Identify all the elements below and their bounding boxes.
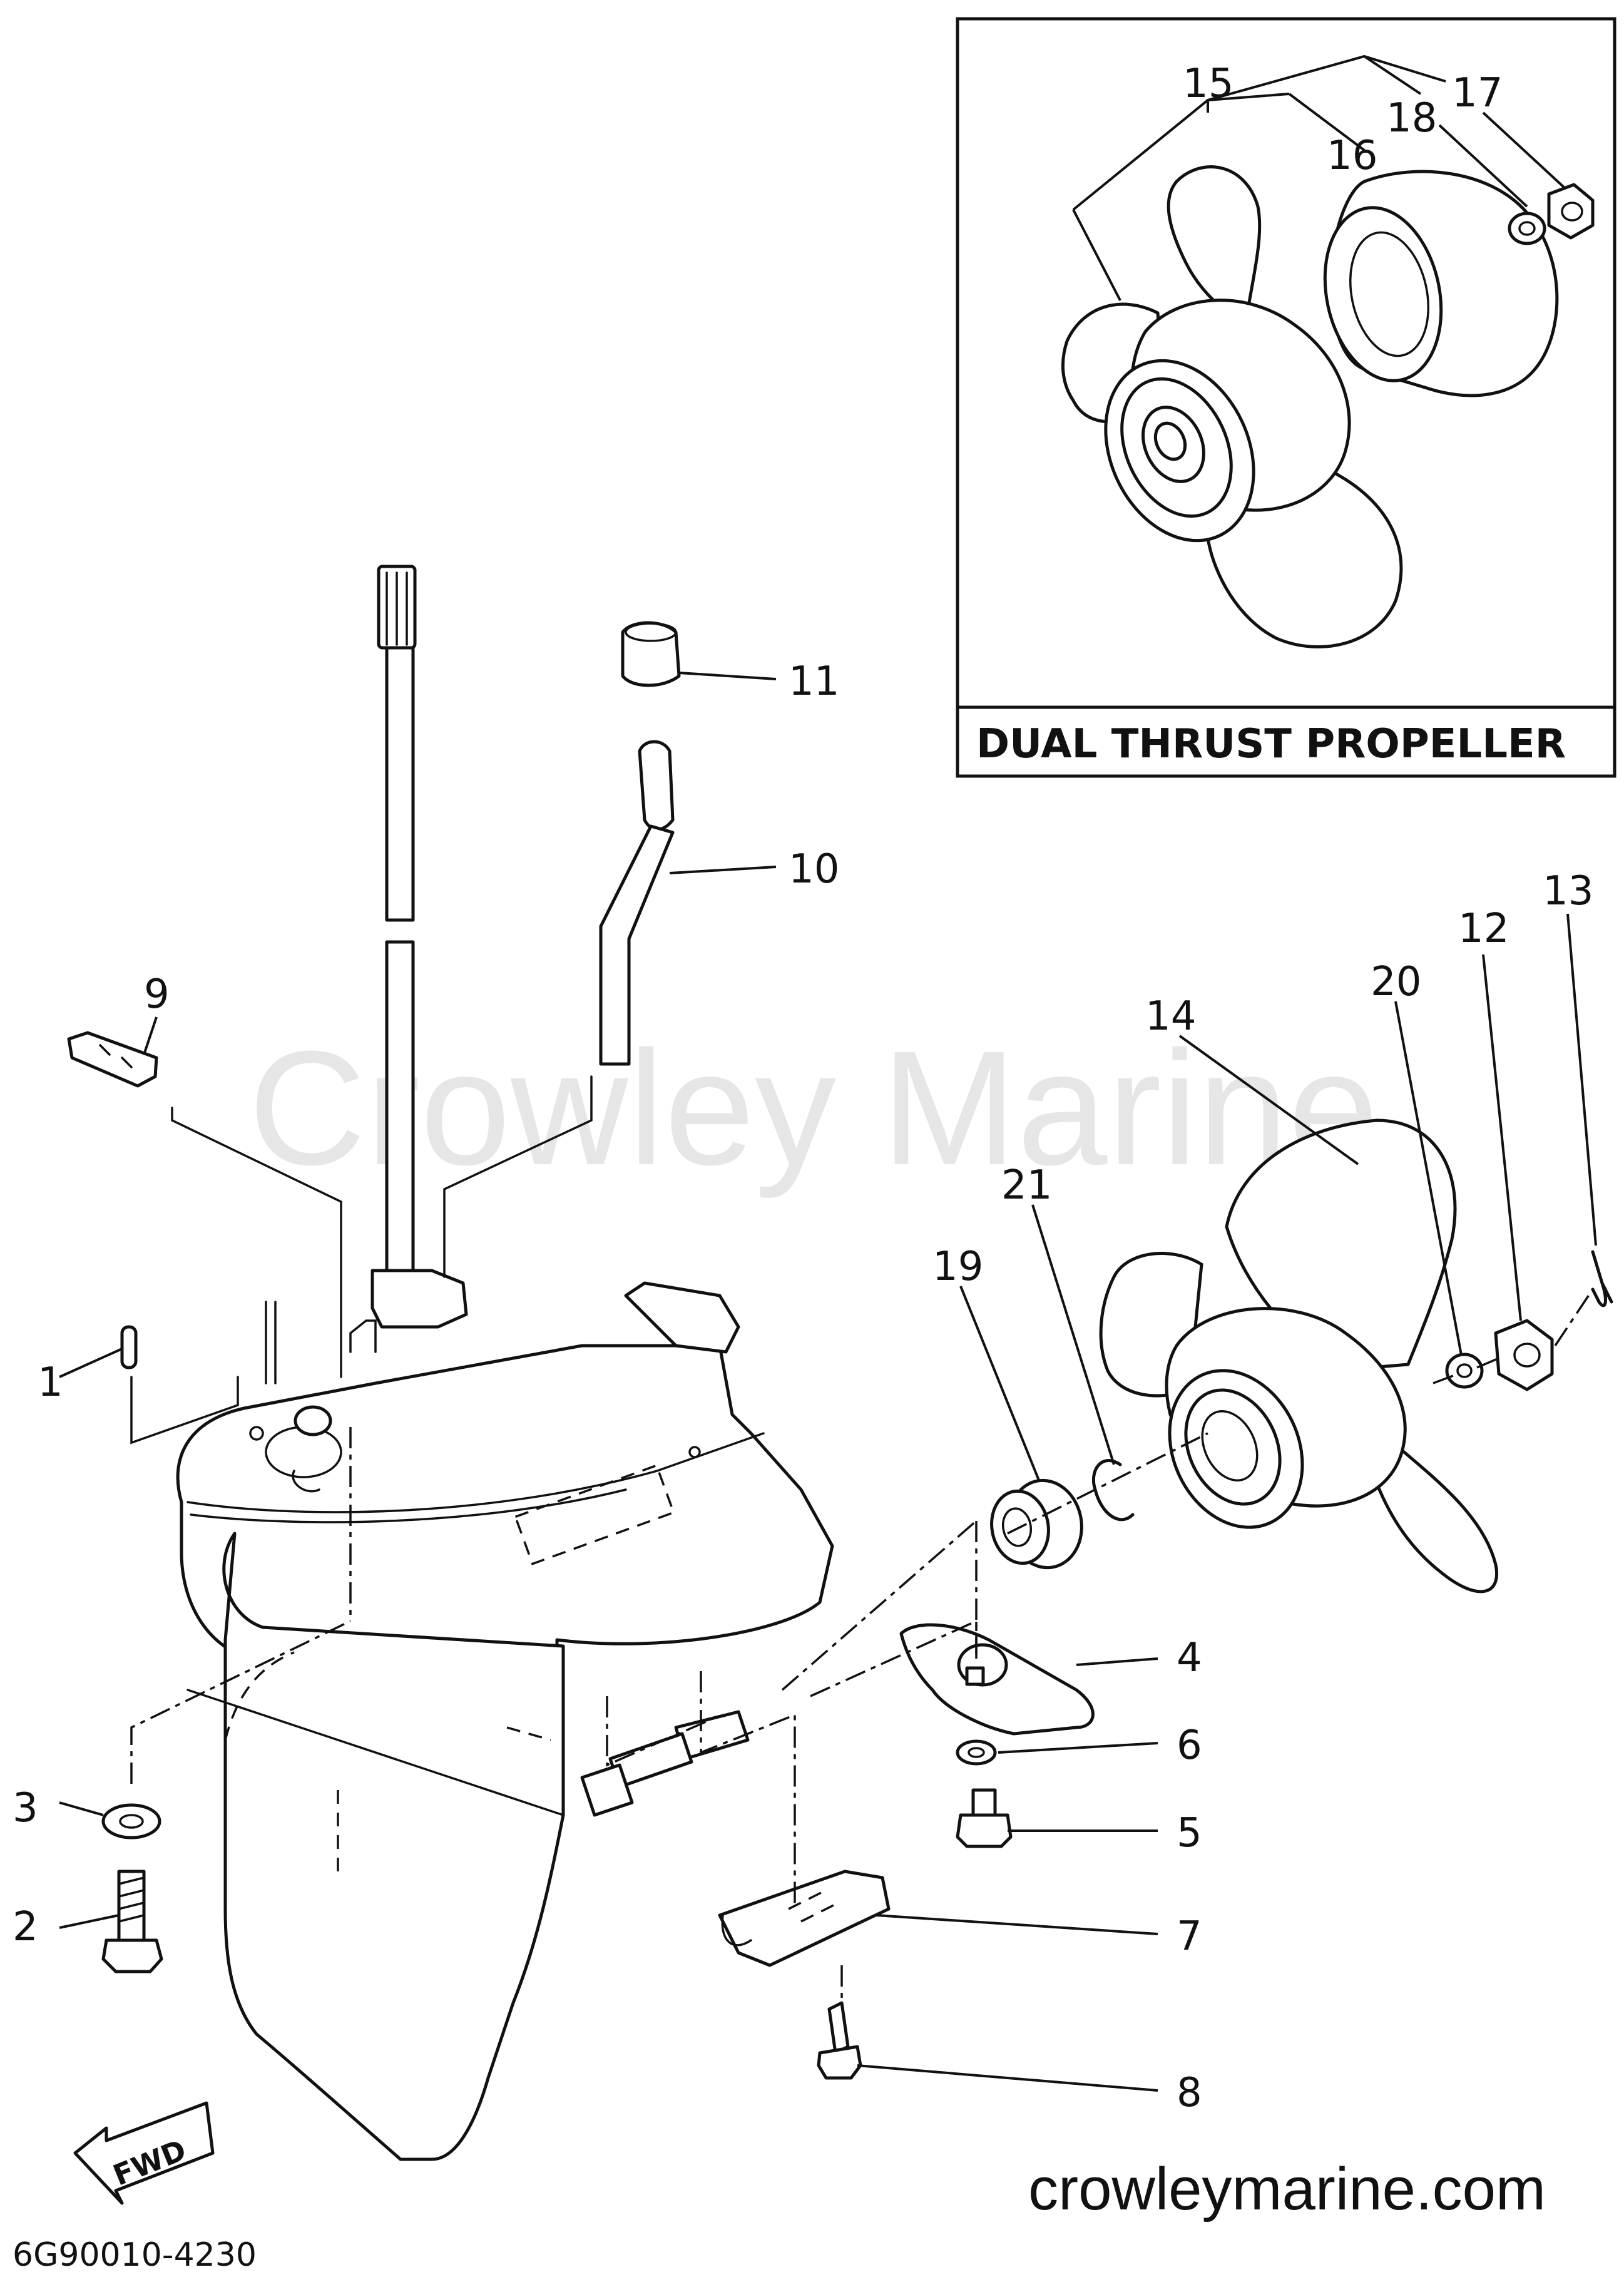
website-text: crowleymarine.com bbox=[1028, 2156, 1546, 2223]
callout-13: 13 bbox=[1543, 868, 1593, 914]
callout-1: 1 bbox=[38, 1359, 63, 1406]
inset-propeller-drawing bbox=[1061, 165, 1403, 648]
callout-4: 4 bbox=[1177, 1635, 1202, 1681]
callout-21: 21 bbox=[1001, 1162, 1052, 1209]
inset-border bbox=[956, 17, 1616, 778]
inset-nut bbox=[1547, 183, 1595, 240]
callout-8: 8 bbox=[1177, 2070, 1202, 2116]
screw-8 bbox=[817, 2001, 862, 2080]
stiffener-plate bbox=[67, 1031, 158, 1088]
callout-11: 11 bbox=[789, 658, 839, 705]
seal-19 bbox=[990, 1478, 1083, 1570]
callout-2: 2 bbox=[13, 1904, 38, 1950]
callout-17: 17 bbox=[1452, 70, 1503, 116]
watermark-text: Crowley Marine bbox=[248, 1018, 1379, 1200]
bolt-5 bbox=[956, 1788, 1013, 1848]
lower-casing bbox=[176, 1281, 834, 2161]
propeller-14 bbox=[1099, 1118, 1498, 1594]
washer-20 bbox=[1445, 1353, 1484, 1389]
inset-leader-lines bbox=[1072, 54, 1566, 301]
bolt-2 bbox=[101, 1870, 163, 1973]
callout-12: 12 bbox=[1458, 906, 1509, 952]
callout-6: 6 bbox=[1177, 1722, 1202, 1769]
callout-18: 18 bbox=[1386, 95, 1437, 141]
inset-spacer bbox=[1323, 170, 1559, 397]
callout-10: 10 bbox=[789, 846, 839, 893]
inset-washer bbox=[1508, 212, 1546, 245]
callout-numbers: 1 2 3 4 5 6 7 8 9 10 11 12 13 14 19 20 2… bbox=[13, 658, 1593, 2116]
water-tube bbox=[599, 740, 675, 1066]
diagram-code: 6G90010-4230 bbox=[13, 2236, 257, 2274]
callout-leader-lines bbox=[59, 672, 1597, 2092]
cotter-pin-13 bbox=[1591, 1250, 1613, 1307]
callout-3: 3 bbox=[13, 1785, 38, 1831]
washer-3 bbox=[101, 1803, 161, 1840]
grommet bbox=[621, 621, 681, 687]
callout-7: 7 bbox=[1177, 1913, 1202, 1960]
washer-6 bbox=[956, 1739, 997, 1766]
circlip-21 bbox=[1091, 1459, 1135, 1522]
callout-5: 5 bbox=[1177, 1810, 1202, 1856]
fwd-arrow-icon: FWD bbox=[73, 2101, 215, 2205]
drive-shaft bbox=[370, 565, 468, 1329]
trim-tab-anode bbox=[899, 1623, 1095, 1736]
callout-14: 14 bbox=[1145, 993, 1196, 1040]
callout-9: 9 bbox=[144, 971, 170, 1018]
alignment-lines bbox=[130, 1075, 1594, 2003]
inset-title: DUAL THRUST PROPELLER bbox=[976, 721, 1566, 767]
inset-dual-thrust-propeller: DUAL THRUST PROPELLER 15 16 17 18 bbox=[956, 17, 1616, 778]
dowel-pin bbox=[120, 1325, 138, 1369]
callout-19: 19 bbox=[932, 1244, 983, 1290]
nut-12 bbox=[1494, 1319, 1554, 1391]
callout-20: 20 bbox=[1371, 959, 1421, 1005]
anode-7 bbox=[718, 1870, 891, 1967]
